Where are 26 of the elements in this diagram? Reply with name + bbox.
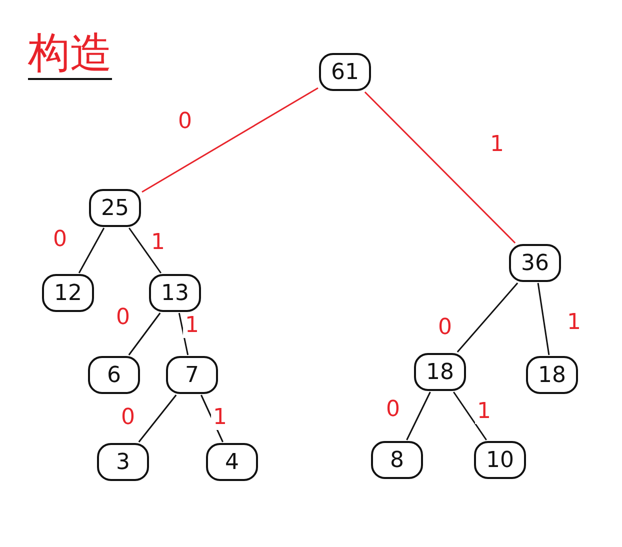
tree-edge xyxy=(128,312,161,356)
tree-edge xyxy=(453,392,487,440)
tree-node: 25 xyxy=(89,189,141,227)
tree-edge xyxy=(128,228,162,274)
tree-node: 3 xyxy=(97,443,149,481)
tree-edge xyxy=(200,394,224,442)
tree-node: 7 xyxy=(166,356,218,394)
tree-node: 36 xyxy=(509,244,561,282)
tree-edge xyxy=(364,91,516,244)
tree-node: 8 xyxy=(371,441,423,479)
tree-edge xyxy=(142,87,318,193)
tree-edge xyxy=(138,394,177,442)
tree-edge xyxy=(78,228,105,274)
tree-node: 18 xyxy=(526,356,578,394)
tree-edge xyxy=(178,312,189,356)
tree-edge xyxy=(406,392,431,440)
tree-node: 10 xyxy=(474,441,526,479)
tree-node: 12 xyxy=(42,274,94,312)
tree-node: 13 xyxy=(149,274,201,312)
tree-edge xyxy=(537,282,550,356)
tree-node: 4 xyxy=(206,443,258,481)
tree-node: 61 xyxy=(319,53,371,91)
tree-edge xyxy=(456,282,518,352)
tree-node: 18 xyxy=(414,353,466,391)
tree-node: 6 xyxy=(88,356,140,394)
title: 构造 xyxy=(28,28,112,80)
